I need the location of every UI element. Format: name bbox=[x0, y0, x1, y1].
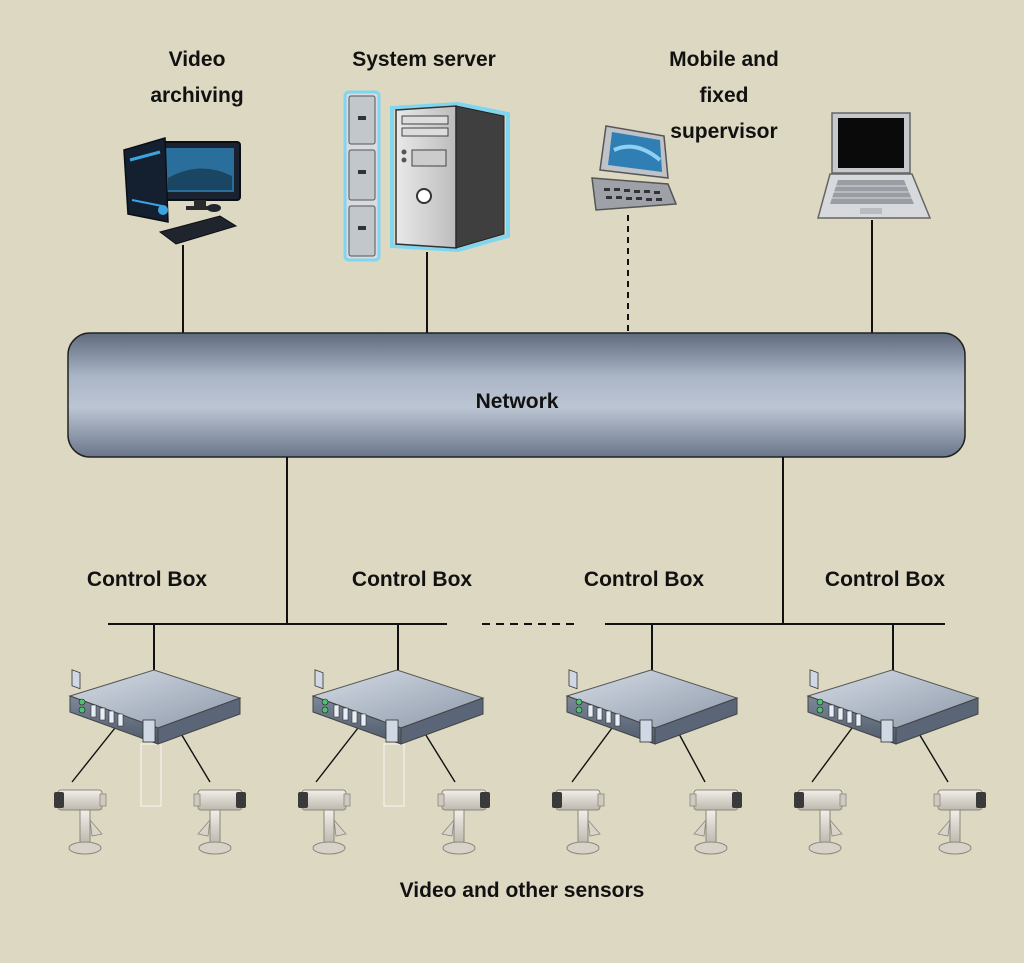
security-camera-icon bbox=[193, 789, 247, 855]
label-system-server: System server bbox=[352, 48, 496, 71]
security-camera-icon bbox=[793, 789, 847, 855]
control-box-label: Control Box bbox=[824, 568, 946, 591]
control-box-label: Control Box bbox=[583, 568, 705, 591]
rack-unit-icon bbox=[807, 669, 979, 745]
security-camera-icon bbox=[689, 789, 743, 855]
laptop-icon bbox=[817, 112, 932, 219]
security-camera-icon bbox=[933, 789, 987, 855]
control-box-label: Control Box bbox=[86, 568, 208, 591]
network-bus bbox=[67, 332, 966, 458]
network-label: Network bbox=[475, 390, 559, 413]
control-box-label: Control Box bbox=[351, 568, 473, 591]
label-video-archiving: Video archiving bbox=[150, 48, 244, 107]
security-camera-icon bbox=[297, 789, 351, 855]
rack-unit-icon bbox=[69, 669, 241, 745]
desktop-computer-icon bbox=[123, 137, 241, 245]
security-camera-icon bbox=[53, 789, 107, 855]
smartphone-icon bbox=[591, 125, 678, 211]
security-camera-icon bbox=[551, 789, 605, 855]
sensors-label: Video and other sensors bbox=[399, 879, 645, 902]
rack-unit-icon bbox=[566, 669, 738, 745]
rack-unit-icon bbox=[312, 669, 484, 745]
security-camera-icon bbox=[437, 789, 491, 855]
server-tower-icon bbox=[343, 90, 510, 262]
label-supervisor: Mobile and fixed supervisor bbox=[669, 48, 779, 143]
